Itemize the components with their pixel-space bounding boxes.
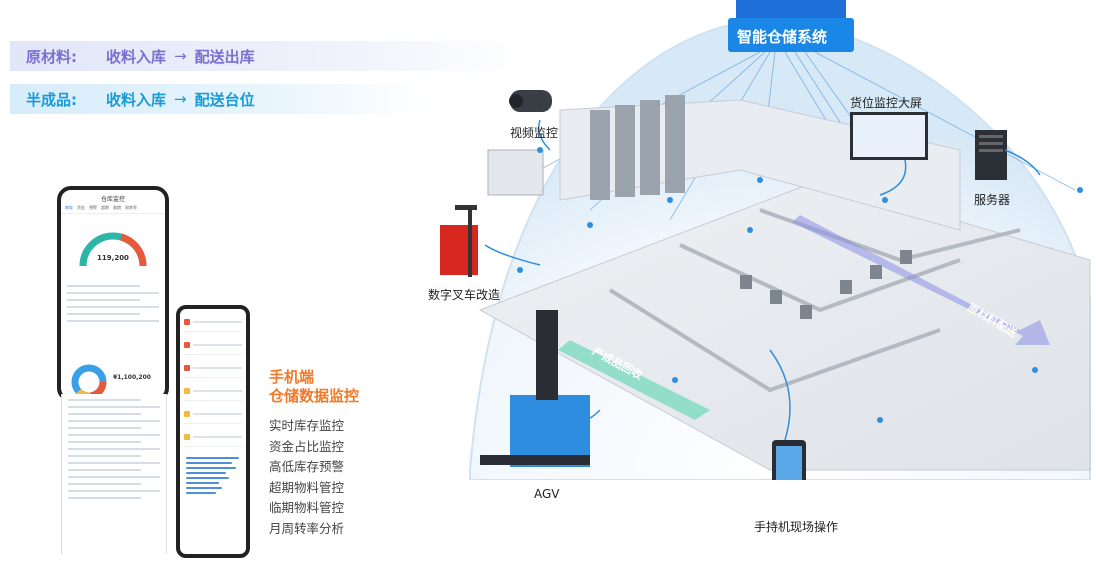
feature-item: 高低库存预警 [269, 459, 345, 474]
system-title: 智能仓储系统 [737, 28, 828, 46]
fund-detail-lines [62, 399, 166, 450]
fund-total: ¥1,100,200 [113, 374, 151, 381]
phone-tab: 资金 [77, 205, 85, 210]
raw-material-flow: 原材料: 收料入库 → 配送出库 [10, 41, 530, 71]
flow-to: 配送出库 [194, 47, 255, 66]
flow-to: 配送台位 [194, 90, 255, 109]
phone-title: 仓库监控 [100, 196, 125, 203]
phone-tab: 临期 [113, 205, 121, 210]
phone-tab: 预警 [89, 205, 97, 210]
turnover-bars [180, 457, 246, 494]
phone-mockup-extended [61, 394, 167, 554]
feature-item: 实时库存监控 [269, 418, 345, 433]
warehouse-scene [440, 0, 1091, 480]
label-agv: AGV [534, 487, 560, 501]
mobile-title-line1: 手机端 [269, 368, 315, 386]
list-item [184, 405, 242, 424]
stock-total: 119,200 [97, 254, 129, 262]
phone-mockup-main: 仓库监控 库存 资金 预警 超期 临期 周转率 119,200 ¥1,100,2… [57, 186, 169, 402]
flow-arrow: → [174, 47, 187, 65]
list-item [184, 382, 242, 401]
list-item [184, 313, 242, 332]
label-forklift: 数字叉车改造 [428, 288, 501, 302]
flow-from: 收料入库 [106, 90, 167, 109]
flow-label: 半成品: [26, 90, 77, 109]
phone-mockup-list [176, 305, 250, 558]
flow-label: 原材料: [26, 47, 77, 66]
list-item [184, 428, 242, 447]
stock-detail-lines [61, 280, 165, 327]
alert-detail-lines [62, 455, 166, 499]
feature-item: 月周转率分析 [269, 520, 345, 536]
mobile-title: 手机端 仓储数据监控 [269, 368, 359, 406]
feature-item: 临期物料管控 [269, 500, 345, 515]
wip-flow: 半成品: 收料入库 → 配送台位 [10, 84, 430, 114]
phone-tab: 周转率 [125, 205, 137, 210]
flow-from: 收料入库 [106, 47, 167, 66]
phone-tab: 库存 [65, 205, 73, 210]
feature-item: 超期物料管控 [269, 479, 345, 495]
label-server: 服务器 [974, 193, 1011, 207]
mobile-feature-list: 实时库存监控 资金占比监控 高低库存预警 超期物料管控 临期物料管控 月周转率分… [269, 416, 344, 539]
phone-tabs: 库存 资金 预警 超期 临期 周转率 [61, 203, 165, 214]
feature-item: 资金占比监控 [269, 438, 345, 454]
phone-tab: 超期 [101, 205, 109, 210]
mobile-title-line2: 仓储数据监控 [269, 387, 360, 405]
stock-gauge [79, 232, 147, 267]
list-item [184, 359, 242, 378]
label-monitor-screen: 货位监控大屏 [850, 96, 923, 110]
label-video-monitor: 视频监控 [510, 126, 559, 140]
flow-arrow: → [174, 90, 187, 108]
label-handheld: 手持机现场操作 [754, 520, 839, 534]
list-item [184, 336, 242, 355]
